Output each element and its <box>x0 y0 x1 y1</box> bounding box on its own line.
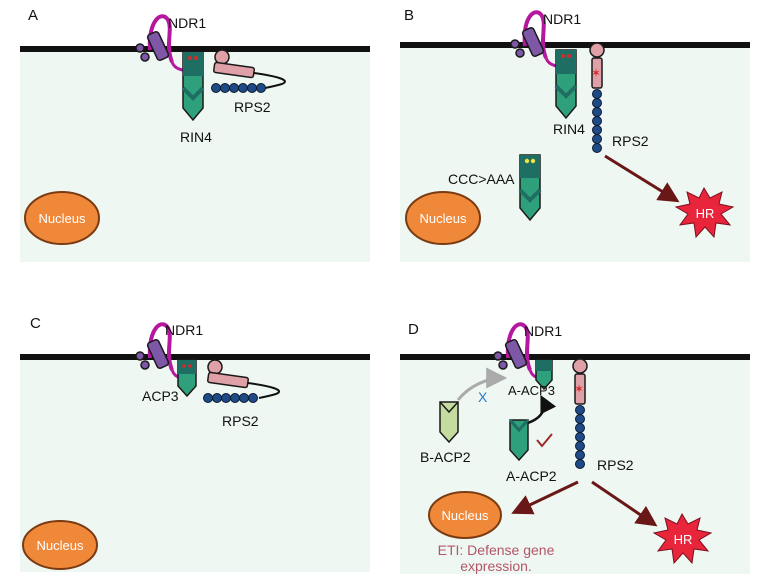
rin4-protein <box>554 49 578 120</box>
hr-label: HR <box>696 206 715 221</box>
nucleus-label: Nucleus <box>420 211 467 226</box>
ndr1-protein <box>135 14 193 72</box>
panel-d: D NDR1 A-ACP3 X B-ACP2 <box>400 321 750 574</box>
rin4-mutant-protein <box>518 154 542 222</box>
rin4-protein <box>181 51 205 122</box>
panel-b: B NDR1 RIN4 ✶ <box>400 7 750 262</box>
nucleus-label: Nucleus <box>39 211 86 226</box>
b-acp2-label: B-ACP2 <box>420 449 471 465</box>
a-acp2-label: A-ACP2 <box>506 468 557 484</box>
rin4-label: RIN4 <box>553 121 585 137</box>
nucleus <box>428 491 502 539</box>
eti-caption-line1: ETI: Defense gene <box>438 542 555 558</box>
hr-burst <box>674 186 735 239</box>
ndr1-label: NDR1 <box>165 322 203 338</box>
activation-mark: ✶ <box>574 382 584 396</box>
a-acp3-protein <box>535 359 553 391</box>
acp3-label: ACP3 <box>142 388 179 404</box>
rps2-label: RPS2 <box>597 457 634 473</box>
panel-d-letter: D <box>408 321 419 338</box>
hr-label: HR <box>674 532 693 547</box>
rps2-protein <box>211 49 286 93</box>
hr-burst <box>652 512 713 565</box>
panel-a-letter: A <box>28 7 38 24</box>
ndr1-protein <box>510 10 567 68</box>
a-acp3-label: A-ACP3 <box>508 383 555 398</box>
mutant-label: CCC>AAA <box>448 171 515 187</box>
panel-b-letter: B <box>404 7 414 24</box>
hr-arrow <box>604 154 680 203</box>
rps2-label: RPS2 <box>222 413 259 429</box>
activation-mark: ✶ <box>591 66 601 80</box>
panel-a: A NDR1 RIN4 RPS2 <box>20 7 370 262</box>
ndr1-label: NDR1 <box>543 11 581 27</box>
ndr1-label: NDR1 <box>524 323 562 339</box>
rps2-protein: ✶ <box>589 42 605 153</box>
rps2-protein <box>203 359 280 403</box>
hr-arrow <box>591 480 658 527</box>
rps2-protein: ✶ <box>572 358 588 469</box>
rps2-label: RPS2 <box>234 99 271 115</box>
acp3-protein <box>177 359 197 398</box>
nucleus-label: Nucleus <box>442 508 489 523</box>
rin4-label: RIN4 <box>180 129 212 145</box>
eti-caption-line2: expression. <box>460 558 532 574</box>
rps2-label: RPS2 <box>612 133 649 149</box>
nucleus-arrow <box>511 480 579 515</box>
panel-c-letter: C <box>30 315 41 332</box>
nucleus <box>405 191 481 245</box>
blocked-mark: X <box>478 389 488 405</box>
panel-c: C NDR1 ACP3 RPS2 <box>20 315 370 572</box>
nucleus <box>22 520 98 570</box>
nucleus <box>24 191 100 245</box>
ndr1-label: NDR1 <box>168 15 206 31</box>
blocked-arrow <box>456 367 508 401</box>
a-acp2-protein <box>508 418 530 462</box>
check-mark <box>536 433 553 448</box>
nucleus-label: Nucleus <box>37 538 84 553</box>
b-acp2-protein <box>439 401 459 444</box>
